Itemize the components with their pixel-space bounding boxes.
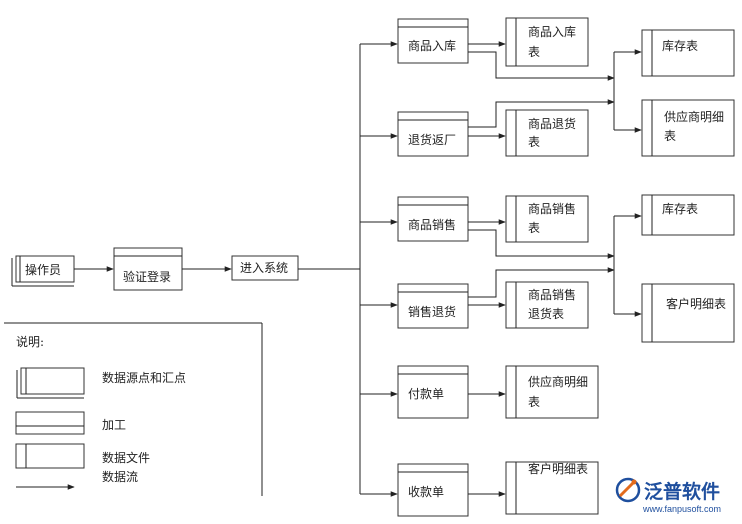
legend-data-file-symbol [15, 443, 85, 469]
file-supplier-detail: 供应商明细 表 [641, 99, 735, 157]
file-stock-in-table: 商品入库 表 [505, 17, 589, 67]
svg-text:商品销售: 商品销售 [528, 201, 576, 216]
brand-name: 泛普软件 [644, 480, 720, 503]
enter-system-label: 进入系统 [240, 261, 288, 275]
svg-text:供应商明细: 供应商明细 [528, 374, 588, 389]
file-customer-detail: 客户明细表 [641, 283, 735, 343]
legend-title: 说明: [16, 334, 44, 349]
legend-process-label: 加工 [102, 418, 126, 432]
svg-text:表: 表 [528, 135, 540, 149]
flow-sales-inventory [468, 229, 615, 259]
svg-text:表: 表 [664, 129, 676, 143]
operator-label: 操作员 [25, 262, 61, 277]
process-receipt: 收款单 [397, 463, 469, 517]
svg-text:商品退货: 商品退货 [528, 116, 576, 131]
legend-source-sink-symbol [16, 367, 85, 399]
enter-system-process: 进入系统 [231, 255, 299, 281]
legend-process-symbol [15, 411, 85, 435]
legend-data-flow-label: 数据流 [102, 469, 138, 484]
operator-source: 操作员 [11, 255, 75, 287]
svg-text:商品入库: 商品入库 [408, 38, 456, 53]
svg-text:退货表: 退货表 [528, 306, 564, 321]
legend: 说明: 数据源点和汇点 加工 数据文件 数据流 [4, 322, 263, 496]
file-sales-table: 商品销售 表 [505, 195, 589, 243]
process-sales-return: 销售退货 [397, 283, 469, 329]
process-stock-in: 商品入库 [397, 18, 469, 64]
file-return-table: 商品退货 表 [505, 109, 589, 157]
svg-text:退货返厂: 退货返厂 [408, 132, 456, 147]
process-payment: 付款单 [397, 365, 469, 419]
svg-text:客户明细表: 客户明细表 [528, 461, 588, 476]
file-customer-detail-mid: 客户明细表 [505, 461, 599, 515]
svg-text:库存表: 库存表 [662, 38, 698, 53]
brand-watermark: 泛普软件 www.fanpusoft.com [615, 477, 721, 514]
svg-text:商品入库: 商品入库 [528, 24, 576, 39]
fanpu-logo-icon [615, 477, 641, 503]
svg-text:销售退货: 销售退货 [408, 304, 456, 319]
flow-return-supplier [468, 99, 615, 128]
flow-stockin-inventory [468, 51, 615, 81]
svg-text:库存表: 库存表 [662, 201, 698, 216]
file-inventory-1: 库存表 [641, 29, 735, 77]
svg-text:供应商明细: 供应商明细 [664, 109, 724, 124]
flow-salesreturn-customer [468, 267, 615, 298]
process-sales: 商品销售 [397, 196, 469, 242]
legend-source-sink-label: 数据源点和汇点 [102, 370, 186, 385]
svg-text:客户明细表: 客户明细表 [666, 296, 726, 311]
login-label: 验证登录 [123, 269, 171, 284]
file-sales-return-table: 商品销售 退货表 [505, 281, 589, 329]
svg-text:商品销售: 商品销售 [528, 287, 576, 302]
file-inventory-2: 库存表 [641, 194, 735, 236]
svg-text:付款单: 付款单 [408, 387, 444, 401]
svg-text:表: 表 [528, 45, 540, 59]
brand-url: www.fanpusoft.com [642, 504, 721, 514]
svg-text:商品销售: 商品销售 [408, 217, 456, 232]
login-process: 验证登录 [113, 247, 183, 291]
svg-text:表: 表 [528, 221, 540, 235]
svg-text:表: 表 [528, 395, 540, 409]
process-return-to-factory: 退货返厂 [397, 111, 469, 157]
legend-data-file-label: 数据文件 [102, 450, 150, 465]
svg-text:收款单: 收款单 [408, 485, 444, 499]
file-supplier-detail-mid: 供应商明细 表 [505, 365, 599, 419]
